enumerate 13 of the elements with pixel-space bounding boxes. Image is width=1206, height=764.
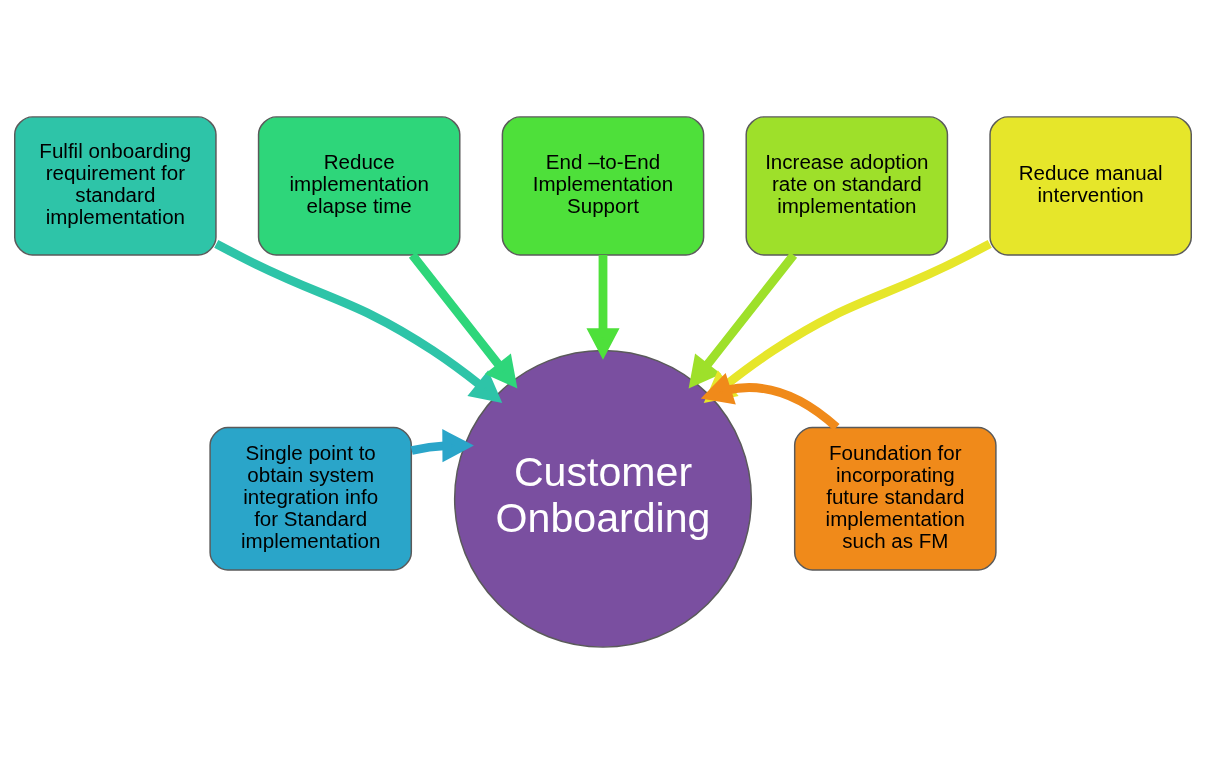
arrow (700, 373, 840, 431)
node-circle: Customer Onboarding (453, 349, 753, 648)
arrow (214, 239, 503, 403)
node-box: Single point to obtain system integration info for Standard implementation (209, 426, 413, 571)
node-box: Fulfil onboarding requirement for standard implementation (14, 116, 217, 256)
node-box: Foundation for incorporating future standard implementation such as FM (793, 426, 997, 571)
arrow (586, 255, 620, 360)
node-box: Reduce manual intervention (989, 116, 1192, 256)
node-box: Reduce implementation elapse time (257, 116, 461, 256)
arrow (688, 252, 798, 389)
node-box: End –to-End Implementation Support (501, 116, 705, 256)
arrow (408, 252, 518, 389)
node-box: Increase adoption rate on standard implementation (745, 116, 949, 256)
